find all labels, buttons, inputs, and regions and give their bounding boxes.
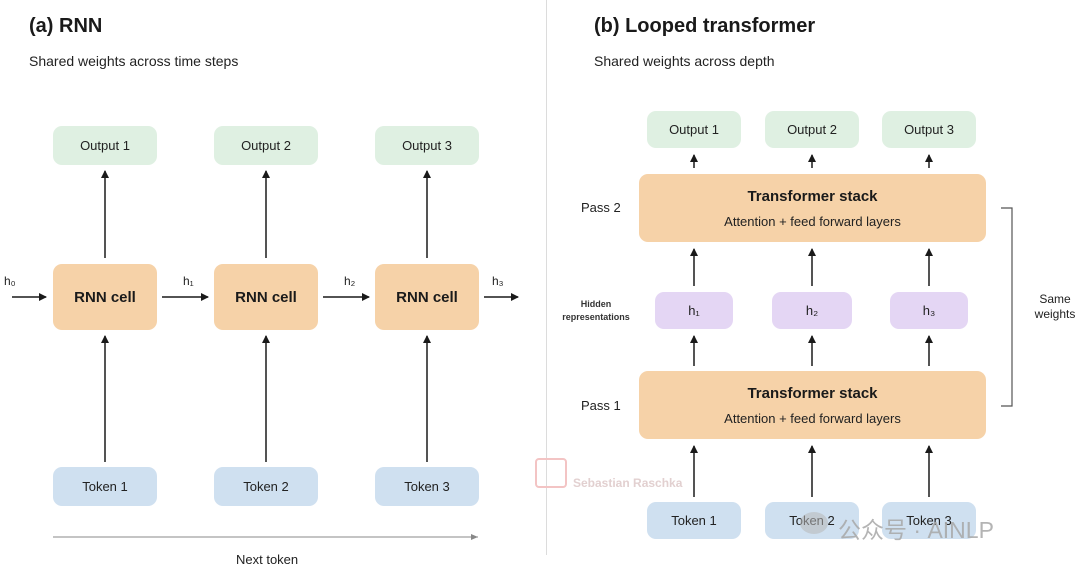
channel-watermark: 公众号 · AINLP: [838, 517, 994, 543]
rnn-output-2: Output 2: [214, 126, 318, 165]
looped-token-3: Token 3: [882, 502, 976, 539]
looped-hidden-h1: h₁: [655, 292, 733, 329]
rnn-output-1: Output 1: [53, 126, 157, 165]
rnn-hidden-h0: h₀: [4, 274, 16, 288]
rnn-token-3: Token 3: [375, 467, 479, 506]
rnn-cell-1: RNN cell: [53, 264, 157, 330]
rnn-cell-2: RNN cell: [214, 264, 318, 330]
author-watermark: Sebastian Raschka: [573, 476, 683, 490]
next-token-label: Next token: [236, 552, 299, 567]
looped-token-1: Token 1: [647, 502, 741, 539]
looped-title: (b) Looped transformer: [594, 15, 816, 37]
rnn-hidden-h2: h₂: [344, 274, 356, 288]
author-logo-icon: [535, 458, 567, 488]
looped-output-3: Output 3: [882, 111, 976, 148]
transformer-stack-pass1: Transformer stack Attention + feed forwa…: [639, 371, 986, 439]
transformer-stack-pass2: Transformer stack Attention + feed forwa…: [639, 174, 986, 242]
rnn-token-1: Token 1: [53, 467, 157, 506]
stack-subtitle: Attention + feed forward layers: [724, 213, 901, 229]
looped-output-1: Output 1: [647, 111, 741, 148]
stack-title: Transformer stack: [747, 384, 878, 402]
looped-hidden-h3: h₃: [890, 292, 968, 329]
rnn-title: (a) RNN: [29, 15, 103, 37]
same-weights-line2: weights: [1034, 307, 1076, 321]
rnn-hidden-h3: h₃: [492, 274, 504, 288]
looped-subtitle: Shared weights across depth: [594, 53, 775, 69]
stack-title: Transformer stack: [747, 187, 878, 205]
rnn-hidden-h1: h₁: [183, 274, 194, 288]
same-weights-bracket: [1001, 207, 1013, 407]
pass2-label: Pass 2: [581, 200, 621, 215]
hidden-label-line2: representations: [562, 312, 630, 322]
rnn-cell-3: RNN cell: [375, 264, 479, 330]
wechat-icon: [800, 512, 828, 534]
rnn-token-2: Token 2: [214, 467, 318, 506]
hidden-label-line1: Hidden: [580, 299, 612, 309]
panel-divider: [546, 0, 547, 555]
rnn-subtitle: Shared weights across time steps: [29, 53, 239, 69]
pass1-label: Pass 1: [581, 398, 621, 413]
rnn-output-3: Output 3: [375, 126, 479, 165]
looped-hidden-h2: h₂: [772, 292, 852, 329]
looped-output-2: Output 2: [765, 111, 859, 148]
hidden-representations-label: Hidden representations: [556, 298, 636, 324]
same-weights-label: Same weights: [1020, 292, 1080, 322]
same-weights-line1: Same: [1039, 292, 1071, 306]
stack-subtitle: Attention + feed forward layers: [724, 410, 901, 426]
